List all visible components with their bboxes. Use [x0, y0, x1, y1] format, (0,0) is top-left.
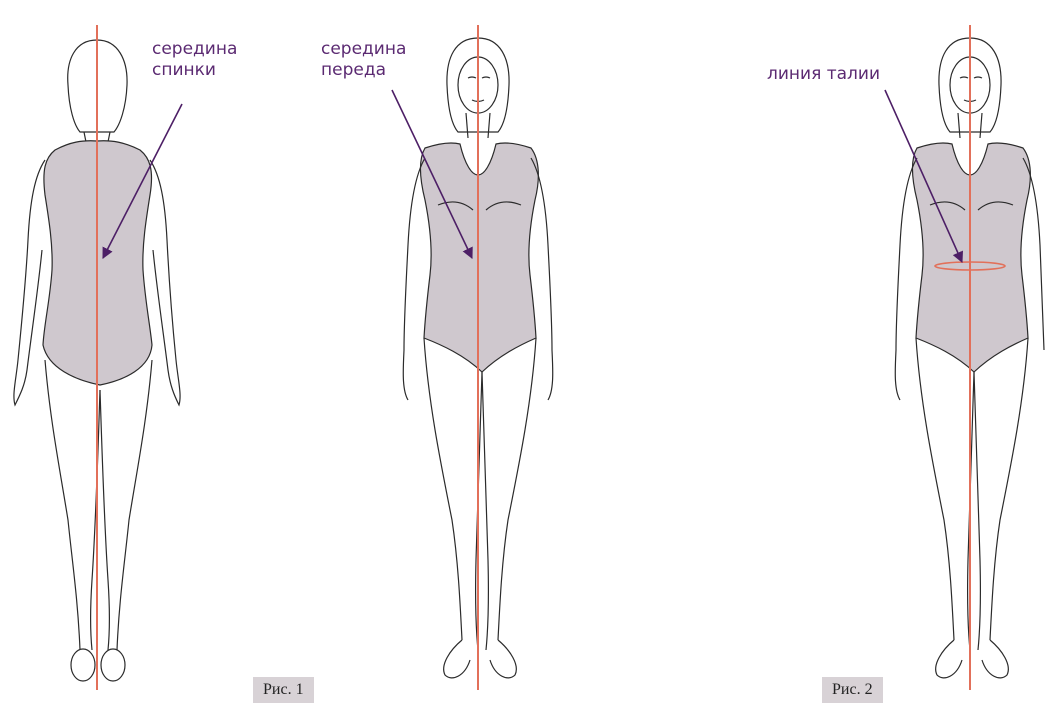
caption-fig-2: Рис. 2 [822, 677, 883, 703]
label-line: переда [321, 60, 406, 81]
label-waist-line: линия талии [767, 64, 880, 85]
left-shoe [444, 640, 470, 678]
left-heel [71, 649, 95, 681]
left-arm [403, 158, 425, 400]
left-arm [14, 160, 45, 405]
label-center-back: середина спинки [152, 39, 237, 81]
right-heel [101, 649, 125, 681]
left-arm [895, 158, 917, 400]
right-shoe [490, 640, 516, 678]
right-arm [150, 160, 180, 405]
label-line: спинки [152, 60, 237, 81]
label-line: линия талии [767, 64, 880, 85]
label-center-front: середина переда [321, 39, 406, 81]
left-leg [45, 360, 100, 650]
right-leg [100, 360, 152, 650]
bodysuit-front [420, 143, 538, 372]
left-shoe [936, 640, 962, 678]
left-leg [916, 338, 974, 650]
label-line: середина [152, 39, 237, 60]
left-leg [424, 338, 482, 650]
label-line: середина [321, 39, 406, 60]
bodysuit-front [912, 143, 1030, 372]
caption-fig-1: Рис. 1 [253, 677, 314, 703]
right-leg [974, 338, 1028, 650]
right-leg [482, 338, 536, 650]
right-shoe [982, 640, 1008, 678]
